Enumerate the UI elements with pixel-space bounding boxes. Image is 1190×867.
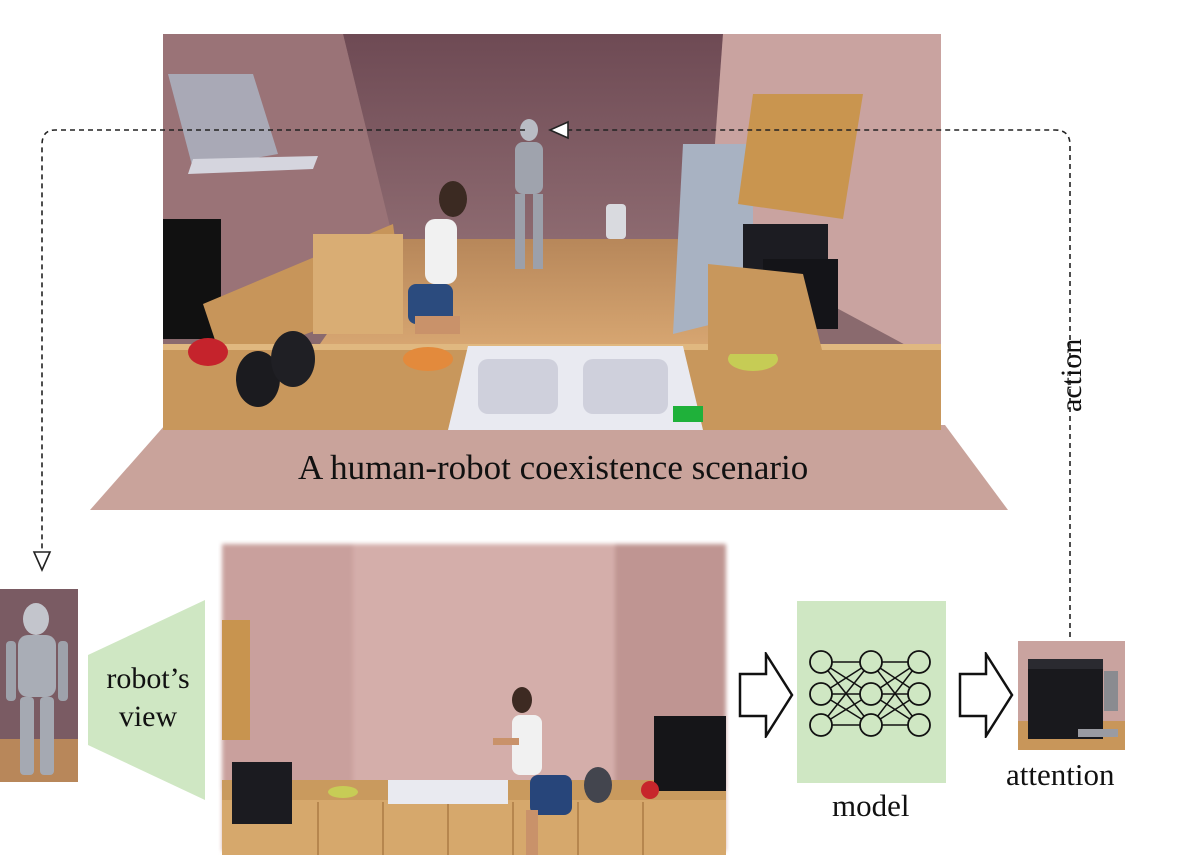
scenario-caption: A human-robot coexistence scenario [298,448,809,487]
robot-view-label-line2: view [118,700,178,733]
robot-thumbnail-image [0,589,78,782]
robot-view-image [218,540,730,855]
hollow-right-arrow-icon [738,652,794,738]
hollow-right-arrow-icon [958,652,1014,738]
coffee-machine-crop-image [1018,641,1125,750]
neural-network-icon [809,650,931,737]
arrowhead-left-icon [548,120,569,140]
attention-label: attention [1006,757,1115,792]
robot-view-label-line1: robot’s [106,662,190,695]
kitchen-scene-image [163,34,941,430]
model-label: model [832,788,910,823]
robot-view-label: robot’s view [94,660,202,736]
arrowhead-down-icon [32,551,52,572]
